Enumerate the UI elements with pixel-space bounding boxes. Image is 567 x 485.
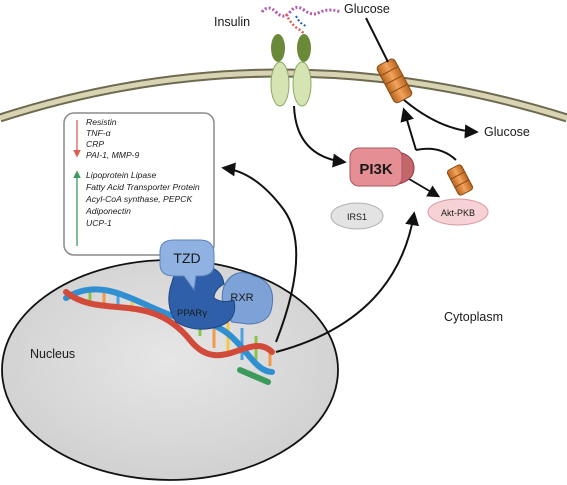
akt-pkb-protein: [427, 198, 489, 226]
tzd-label: TZD: [173, 250, 200, 266]
insulin-label: Insulin: [214, 15, 250, 29]
arrow-dna-to-gene-box: [221, 162, 298, 343]
gene-up-4: UCP-1: [86, 218, 112, 228]
gene-up-1: Fatty Acid Transporter Protein: [86, 182, 200, 192]
irs1-protein: [330, 202, 384, 230]
rxr-label: RXR: [230, 292, 253, 304]
arrow-receptor-to-pi3k: [293, 105, 347, 168]
tzd-shape: [159, 239, 215, 292]
arrow-vesicle-to-transporter: [415, 147, 457, 161]
gene-down-1: TNF-α: [86, 128, 112, 138]
nucleus-label: Nucleus: [30, 347, 75, 361]
pi3k-protein: [349, 147, 415, 187]
insulin-peptide: [260, 5, 341, 41]
glucose-entry-line: [365, 17, 389, 63]
glucose-top-label: Glucose: [344, 2, 390, 16]
gene-up-3: Adiponectin: [85, 206, 131, 216]
gene-expression-box: [63, 112, 215, 256]
ppar-label: PPARγ: [177, 308, 207, 319]
arrow-transporter-to-glucose: [403, 99, 479, 139]
irs1-label: IRS1: [347, 212, 367, 222]
akt-pkb-label: Akt-PKB: [441, 208, 475, 218]
pi3k-label: PI3K: [359, 161, 393, 178]
gene-up-0: Lipoprotein Lipase: [86, 170, 156, 180]
glut4-vesicle: [446, 164, 474, 196]
gene-up-2: Acyl-CoA synthase, PEPCK: [85, 194, 193, 204]
arrow-dna-to-akt: [275, 211, 420, 353]
insulin-receptor: [270, 34, 312, 107]
arrow-pi3k-to-akt: [403, 175, 441, 198]
gene-down-0: Resistin: [86, 117, 117, 127]
glut4-transporter: [376, 58, 413, 104]
glucose-right-label: Glucose: [484, 125, 530, 139]
gene-down-2: CRP: [86, 139, 104, 149]
ppar-rxr-complex: [159, 239, 274, 330]
gene-down-3: PAI-1, MMP-9: [86, 150, 140, 160]
arrow-pi3k-to-transporter: [400, 107, 417, 151]
cytoplasm-label: Cytoplasm: [444, 310, 503, 324]
